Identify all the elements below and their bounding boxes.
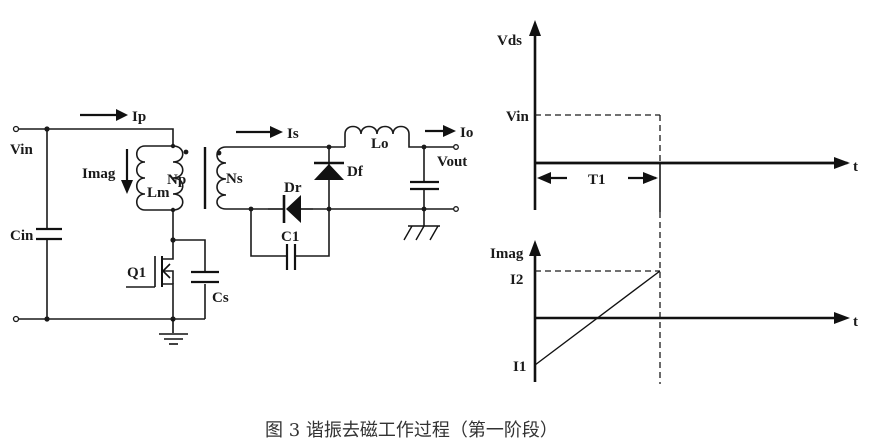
node-dot xyxy=(421,206,427,212)
io-label: Io xyxy=(460,125,473,141)
vds-axis-label: Vds xyxy=(497,33,522,49)
imag-t-label: t xyxy=(853,314,858,330)
np-label: Np xyxy=(167,172,186,188)
vds-waveform-chart: Vds t Vin T1 xyxy=(497,20,858,212)
vin-tick-label: Vin xyxy=(506,109,529,125)
terminal-icon xyxy=(453,206,459,212)
capacitor-icon xyxy=(191,270,219,284)
lo-label: Lo xyxy=(371,136,389,152)
i1-tick-label: I1 xyxy=(513,359,526,375)
ground-icon xyxy=(159,319,188,345)
q1-label: Q1 xyxy=(127,265,146,281)
lm-label: Lm xyxy=(147,185,170,201)
current-arrow-icon xyxy=(121,149,133,194)
drain-wire xyxy=(172,210,206,319)
node-dot xyxy=(44,316,50,322)
imag-axis-label: Imag xyxy=(490,246,524,262)
inductor-icon xyxy=(216,146,227,210)
i2-tick-label: I2 xyxy=(510,272,523,288)
t1-label: T1 xyxy=(588,172,606,188)
arrow-up-icon xyxy=(529,240,541,256)
capacitor-icon xyxy=(36,227,62,241)
imag-label: Imag xyxy=(82,166,116,182)
inductor-icon xyxy=(344,125,455,148)
node-dot xyxy=(170,143,176,149)
current-arrow-icon xyxy=(425,125,456,137)
c1-label: C1 xyxy=(281,229,299,245)
mosfet-icon xyxy=(126,240,174,319)
cin-label: Cin xyxy=(10,228,34,244)
arrow-left-icon xyxy=(537,172,551,184)
terminal-icon xyxy=(12,315,20,323)
diode-icon xyxy=(314,161,344,180)
current-arrow-icon xyxy=(236,126,283,138)
capacitor-icon xyxy=(410,180,439,191)
ip-label: Ip xyxy=(132,109,146,125)
circuit-schematic: Vin Ip Cin Np Lm xyxy=(10,109,473,345)
imag-series-line xyxy=(534,270,661,366)
df-label: Df xyxy=(347,164,364,180)
vds-t-label: t xyxy=(853,159,858,175)
arrow-up-icon xyxy=(529,20,541,36)
figure-caption: 图 3 谐振去磁工作过程（第一阶段） xyxy=(265,420,558,441)
vin-label: Vin xyxy=(10,142,33,158)
is-label: Is xyxy=(287,126,299,142)
ns-label: Ns xyxy=(226,171,243,187)
polarity-dot-icon xyxy=(183,149,189,155)
c1-wire xyxy=(250,209,330,257)
top-rail xyxy=(18,128,174,146)
ground-icon xyxy=(403,225,440,241)
arrow-right-icon xyxy=(643,172,658,184)
inductor-icon xyxy=(135,145,184,211)
cs-label: Cs xyxy=(212,290,229,306)
arrow-right-icon xyxy=(834,312,850,324)
current-arrow-icon xyxy=(80,109,128,121)
vout-terminal-icon xyxy=(453,144,459,150)
vin-terminal-icon xyxy=(12,125,20,133)
vout-label: Vout xyxy=(437,154,467,170)
dr-label: Dr xyxy=(284,180,302,196)
polarity-dot-icon xyxy=(216,150,222,156)
t1-interval-arrows xyxy=(537,172,658,184)
capacitor-icon xyxy=(285,244,297,270)
imag-waveform-chart: Imag t I2 I1 xyxy=(490,212,858,384)
diode-icon xyxy=(268,195,313,223)
